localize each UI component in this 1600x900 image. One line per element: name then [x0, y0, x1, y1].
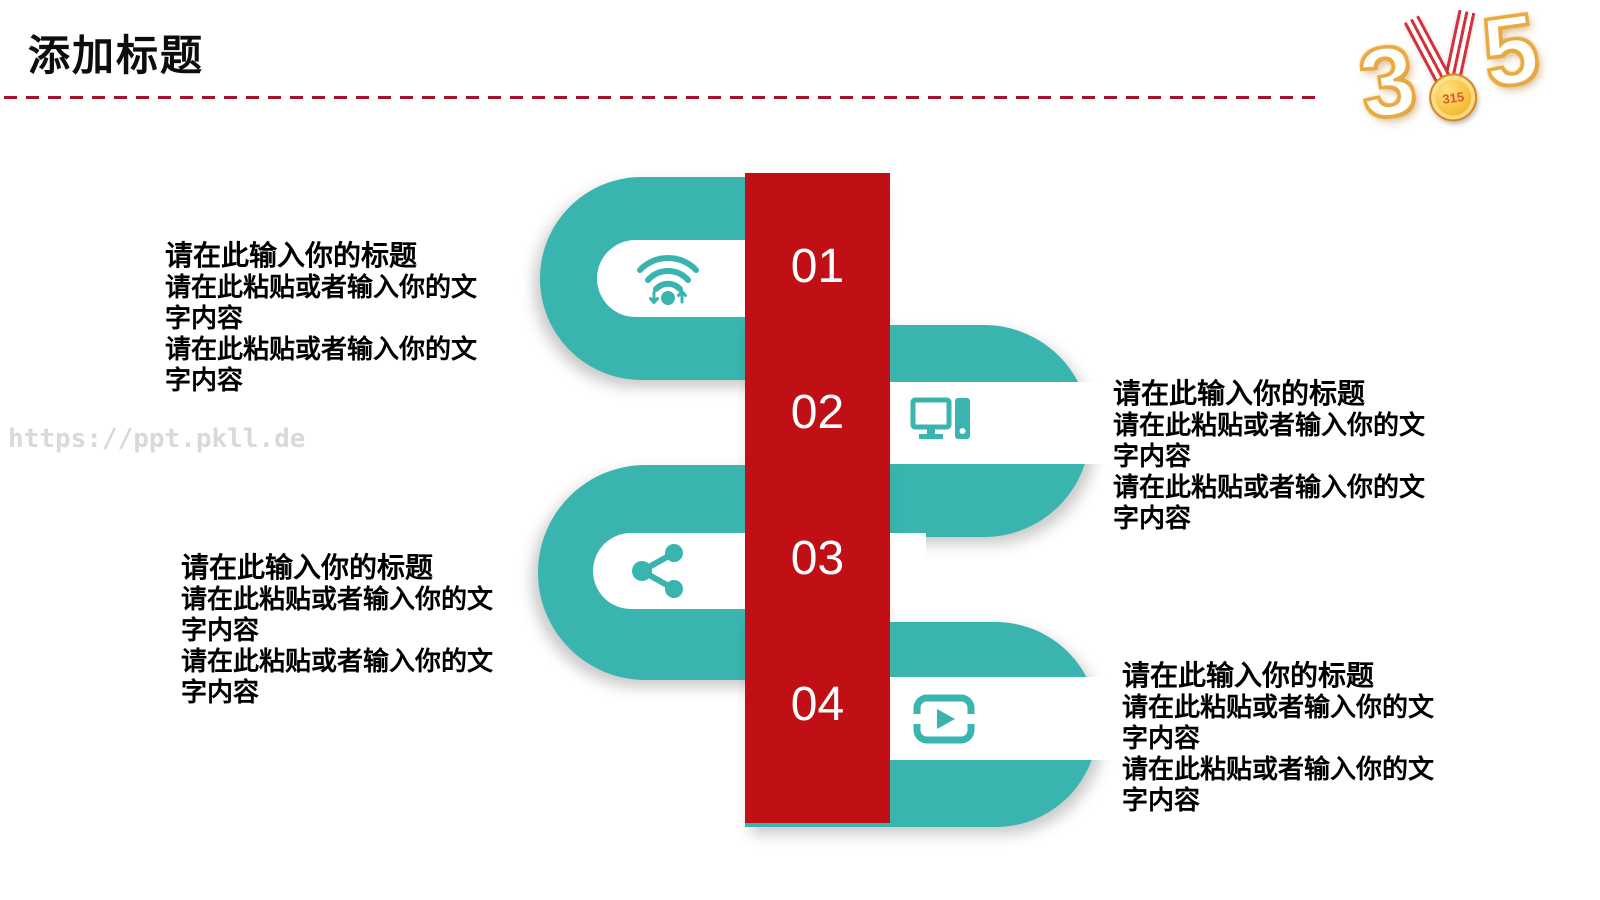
logo-digit-3: 3 — [1351, 22, 1423, 142]
step-1-body-line: 请在此粘贴或者输入你的文 — [165, 272, 478, 302]
video-player-icon — [913, 694, 975, 744]
step-1-body-line: 字内容 — [165, 303, 244, 333]
step-number-3: 03 — [790, 532, 845, 585]
desktop-computer-icon — [910, 395, 974, 451]
logo-digit-5: 5 — [1474, 0, 1546, 110]
logo-315: 3 5 315 — [1351, 0, 1572, 148]
step-3-body-line: 字内容 — [181, 677, 260, 707]
medal-label: 315 — [1441, 88, 1465, 107]
step-3-text-block: 请在此输入你的标题 请在此粘贴或者输入你的文 字内容 请在此粘贴或者输入你的文 … — [181, 552, 526, 708]
step-1-body-line: 请在此粘贴或者输入你的文 — [165, 334, 478, 364]
watermark-url: https://ppt.pkll.de — [8, 424, 306, 454]
dashed-divider — [4, 96, 1319, 99]
logo-315-inner: 3 5 315 — [1343, 0, 1581, 163]
step-number-4: 04 — [790, 678, 845, 731]
step-number-1: 01 — [790, 240, 845, 293]
step-number-2: 02 — [790, 386, 845, 439]
step-4-body-line: 字内容 — [1122, 785, 1201, 815]
step-3-body-line: 请在此粘贴或者输入你的文 — [181, 646, 494, 676]
step-2-body-line: 请在此粘贴或者输入你的文 — [1113, 410, 1426, 440]
step-2-body-line: 字内容 — [1113, 503, 1192, 533]
step-3-body-line: 请在此粘贴或者输入你的文 — [181, 584, 494, 614]
step-4-body-line: 请在此粘贴或者输入你的文 — [1122, 754, 1435, 784]
step-4-text-block: 请在此输入你的标题 请在此粘贴或者输入你的文 字内容 请在此粘贴或者输入你的文 … — [1122, 660, 1467, 816]
timeline-bar: 01 02 03 04 — [745, 173, 890, 823]
step-4-body-line: 字内容 — [1122, 723, 1201, 753]
step-2-title: 请在此输入你的标题 — [1113, 378, 1366, 409]
step-2-text-block: 请在此输入你的标题 请在此粘贴或者输入你的文 字内容 请在此粘贴或者输入你的文 … — [1113, 378, 1458, 534]
step-3-body-line: 字内容 — [181, 615, 260, 645]
step-2-body-line: 字内容 — [1113, 441, 1192, 471]
step-4-body-line: 请在此粘贴或者输入你的文 — [1122, 692, 1435, 722]
step-1-body-line: 字内容 — [165, 365, 244, 395]
step-2-body-line: 请在此粘贴或者输入你的文 — [1113, 472, 1426, 502]
page-title: 添加标题 — [28, 32, 205, 79]
step-4-title: 请在此输入你的标题 — [1122, 660, 1375, 691]
step-1-title: 请在此输入你的标题 — [165, 240, 418, 271]
step-3-title: 请在此输入你的标题 — [181, 552, 434, 583]
step-1-text-block: 请在此输入你的标题 请在此粘贴或者输入你的文 字内容 请在此粘贴或者输入你的文 … — [165, 240, 510, 396]
wifi-transfer-icon — [633, 248, 703, 310]
share-icon — [629, 542, 687, 600]
